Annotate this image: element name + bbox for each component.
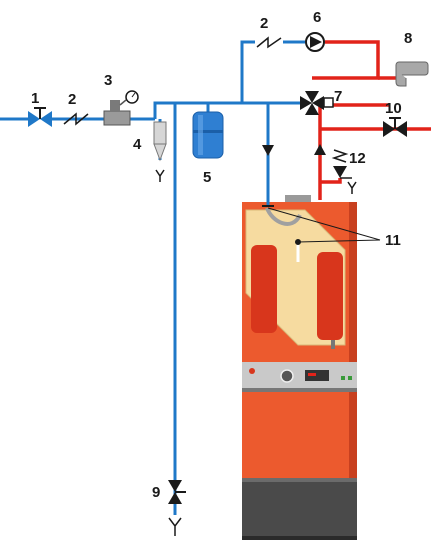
callout-7: 7	[334, 88, 342, 105]
valve-icon	[28, 107, 52, 127]
pump-icon	[305, 32, 325, 52]
water-heater-icon	[242, 195, 357, 540]
heating-element-left	[251, 245, 277, 333]
callout-9: 9	[152, 484, 160, 501]
boiler-lower-shade	[349, 392, 357, 478]
three-way-valve-icon	[300, 91, 334, 115]
led-green-a	[341, 376, 345, 380]
base-edge	[242, 478, 357, 482]
callout-2-inlet: 2	[68, 91, 76, 108]
callout-12: 12	[349, 150, 366, 167]
hot-water-pipes	[312, 40, 431, 200]
valve-icon	[168, 480, 186, 536]
callout-11-leader	[262, 205, 381, 245]
check-valve-icon	[256, 36, 282, 49]
check-valve-icon	[63, 112, 89, 126]
callout-5: 5	[203, 169, 211, 186]
callout-11: 11	[385, 232, 401, 249]
callout-8: 8	[404, 30, 412, 47]
pump-outlet	[325, 40, 380, 58]
base-foot	[242, 536, 357, 540]
boiler-side-shade	[349, 202, 357, 362]
control-panel-edge	[242, 388, 357, 392]
faucet-icon	[395, 61, 429, 87]
hot-to-tap	[312, 58, 380, 80]
boiler-lower-body	[242, 392, 357, 478]
callout-1: 1	[31, 90, 39, 107]
pressure-gauge-icon	[103, 90, 139, 126]
display-digit	[308, 373, 316, 376]
filter-icon	[153, 121, 167, 182]
safety-valve-branch	[320, 178, 342, 184]
drain-icon	[168, 517, 182, 536]
valve-icon	[383, 117, 407, 137]
element-connector	[331, 340, 335, 349]
drain-icon	[347, 181, 357, 194]
indicator-lamp	[249, 368, 255, 374]
boiler-base	[242, 478, 357, 536]
flow-arrow-up	[314, 144, 326, 155]
flow-arrow-down	[262, 145, 274, 156]
inner-pipe	[265, 207, 302, 226]
drain-icon	[155, 169, 165, 182]
led-green-b	[348, 376, 352, 380]
safety-valve-icon	[331, 149, 357, 194]
callout-3: 3	[104, 72, 112, 89]
top-connector	[285, 195, 311, 202]
callout-4: 4	[133, 136, 142, 153]
control-panel	[242, 362, 357, 392]
heating-element-right	[317, 252, 343, 340]
callout-10: 10	[385, 100, 402, 117]
cold-to-pump	[240, 40, 255, 103]
expansion-vessel-icon	[192, 111, 224, 159]
callout-6: 6	[313, 9, 321, 26]
display-window	[305, 370, 329, 381]
thermostat-knob	[280, 369, 294, 383]
callout-2-pump: 2	[260, 15, 268, 32]
header-step	[153, 101, 175, 119]
